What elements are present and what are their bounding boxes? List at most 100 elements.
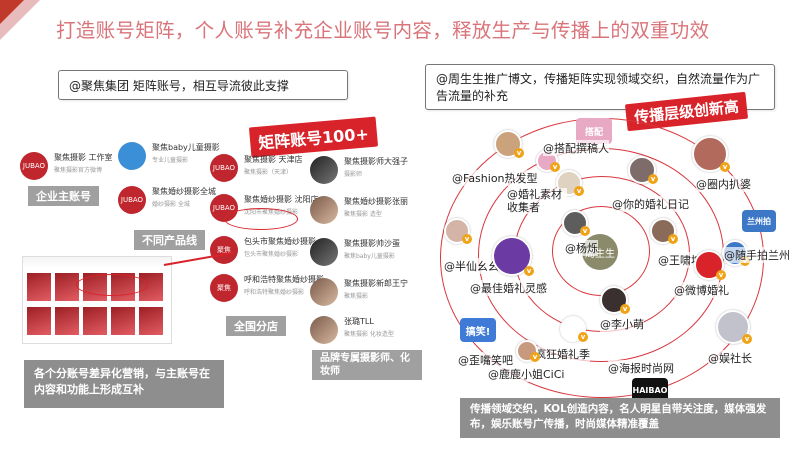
account-desc: 呼和浩特聚焦婚纱摄影 (244, 289, 305, 296)
account-card[interactable]: JUBAO 聚焦婚纱摄影全城 婚纱摄影 全城 (118, 186, 216, 214)
account-card[interactable]: 张璐TLL 聚焦摄影 化妆造型 (310, 316, 394, 344)
account-card[interactable]: 聚焦baby儿童摄影 专业儿童摄影 (118, 142, 220, 170)
kol-label[interactable]: @Fashion热发型 (452, 170, 538, 186)
kol-avatar[interactable]: v (444, 218, 472, 244)
avatar-image: v (694, 250, 726, 280)
kol-avatar[interactable]: v (516, 340, 540, 362)
avatar-image: v (716, 310, 752, 344)
kol-avatar[interactable]: v (600, 286, 630, 314)
account-desc: 婚纱摄影 全城 (152, 201, 190, 208)
feed-photo (55, 307, 79, 335)
account-desc: 聚焦摄影（天津） (244, 169, 293, 176)
account-avatar: 聚焦 (210, 236, 238, 264)
kol-avatar[interactable]: v (650, 218, 678, 244)
account-card[interactable]: JUBAO 聚焦摄影 天津店 聚焦摄影（天津） (210, 154, 303, 182)
kol-label[interactable]: @王啸坤 (658, 252, 702, 268)
feed-photo (139, 307, 163, 335)
verified-badge-icon: v (742, 334, 752, 344)
account-card[interactable]: 聚焦摄影师大强子 摄影师 (310, 156, 408, 184)
verified-badge-icon: v (620, 304, 630, 314)
avatar-image: v (600, 286, 630, 314)
account-desc: 专业儿童摄影 (152, 157, 189, 164)
account-desc: 聚焦摄影 (344, 293, 369, 300)
avatar-image: v (492, 236, 534, 276)
account-collage: JUBAO 聚焦摄影 工作室 聚焦摄影官方微博 企业主账号 聚焦baby儿童摄影… (14, 138, 434, 400)
feed-photo (27, 273, 51, 301)
kol-label[interactable]: @李小萌 (600, 316, 644, 332)
kol-avatar[interactable]: v (560, 316, 588, 342)
kol-label[interactable]: @随手拍兰州 (724, 247, 790, 263)
account-avatar (310, 238, 338, 266)
account-desc: 聚焦摄影官方微博 (54, 167, 103, 174)
account-desc: 包头市聚焦婚纱摄影 (244, 251, 299, 258)
verified-badge-icon: v (514, 148, 524, 158)
kol-avatar[interactable]: v (556, 170, 584, 196)
verified-badge-icon: v (550, 162, 560, 172)
kol-avatar[interactable]: v (692, 136, 730, 172)
verified-badge-icon: v (578, 332, 588, 342)
account-name: 张璐TLL (344, 317, 374, 326)
account-card[interactable]: 聚焦 呼和浩特聚焦婚纱摄影 呼和浩特聚焦婚纱摄影 (210, 274, 324, 302)
kol-label[interactable]: @最佳婚礼灵感 (470, 280, 547, 296)
kol-label[interactable]: @圈内扒婆 (696, 176, 751, 192)
kol-label[interactable]: @疯狂婚礼季 (524, 346, 590, 362)
account-avatar: JUBAO (210, 154, 238, 182)
corner-decoration-inner (0, 0, 24, 24)
kol-label[interactable]: @鹿鹿小姐CiCi (488, 366, 565, 382)
kol-label[interactable]: @半仙幺幺 (444, 258, 499, 274)
account-name: 聚焦摄影 工作室 (54, 153, 113, 162)
account-card[interactable]: 聚焦 包头市聚焦婚纱摄影 包头市聚焦婚纱摄影 (210, 236, 316, 264)
verified-badge-icon: v (462, 234, 472, 244)
feed-photo (111, 307, 135, 335)
dapei-logo-icon: 搭配 (576, 118, 612, 144)
feed-photo (27, 307, 51, 335)
kol-avatar[interactable]: v (694, 250, 726, 280)
lanzhou-logo-icon: 兰州拍 (742, 210, 776, 232)
account-card[interactable]: 聚焦摄影帅沙蛋 聚焦baby儿童摄影 (310, 238, 400, 266)
verified-badge-icon: v (648, 174, 658, 184)
right-callout: @周生生推广博文，传播矩阵实现领域交织，自然流量作为广告流量的补充 (425, 64, 775, 110)
kol-avatar[interactable]: v (562, 210, 590, 236)
kol-label[interactable]: @海报时尚网 (608, 360, 674, 376)
gaoxiao-logo-icon: 搞笑! (460, 318, 496, 342)
verified-badge-icon: v (668, 234, 678, 244)
account-desc: 摄影师 (344, 171, 363, 178)
photographers-label: 品牌专属摄影师、化妆师 (312, 350, 422, 380)
avatar-image: v (560, 316, 588, 342)
account-name: 聚焦婚纱摄影 沈阳店 (244, 195, 319, 204)
account-card[interactable]: 聚焦婚纱摄影张丽 聚焦摄影 造型 (310, 196, 408, 224)
kol-label[interactable]: @杨烁 (565, 240, 598, 256)
account-card[interactable]: 聚焦摄影新郎王宁 聚焦摄影 (310, 278, 408, 306)
weibo-feed-preview (22, 256, 172, 344)
kol-label[interactable]: @歪嘴笑吧 (458, 352, 513, 368)
account-name: 聚焦摄影新郎王宁 (344, 279, 408, 288)
kol-label[interactable]: @搭配撰稿人 (543, 140, 609, 156)
kol-label[interactable]: @婚礼素材收集者 (507, 188, 567, 214)
avatar-image: v (692, 136, 730, 172)
left-summary-box: 各个分账号差异化营销，与主账号在内容和功能上形成互补 (24, 360, 224, 408)
kol-label[interactable]: @你的婚礼日记 (612, 196, 689, 212)
kol-avatar[interactable]: v (628, 156, 658, 184)
account-avatar (310, 156, 338, 184)
account-avatar: JUBAO (20, 152, 48, 180)
highlight-ellipse (224, 208, 298, 230)
kol-label[interactable]: @微博婚礼 (674, 282, 729, 298)
account-avatar (118, 142, 146, 170)
account-avatar (310, 316, 338, 344)
avatar-image: v (650, 218, 678, 244)
avatar-image: v (494, 130, 524, 158)
kol-avatar[interactable]: v (716, 310, 752, 344)
kol-avatar[interactable]: v (492, 236, 534, 276)
kol-label[interactable]: @娱社长 (708, 350, 752, 366)
kol-avatar[interactable]: v (494, 130, 524, 158)
account-name: 呼和浩特聚焦婚纱摄影 (244, 275, 324, 284)
account-card[interactable]: JUBAO 聚焦摄影 工作室 聚焦摄影官方微博 (20, 152, 113, 180)
verified-badge-icon: v (580, 226, 590, 236)
verified-badge-icon: v (530, 352, 540, 362)
left-callout: @聚焦集团 矩阵账号，相互导流彼此支撑 (58, 70, 348, 100)
verified-badge-icon: v (524, 266, 534, 276)
account-avatar (310, 196, 338, 224)
feed-photo (83, 307, 107, 335)
highlight-ellipse (76, 274, 148, 296)
verified-badge-icon: v (574, 186, 584, 196)
